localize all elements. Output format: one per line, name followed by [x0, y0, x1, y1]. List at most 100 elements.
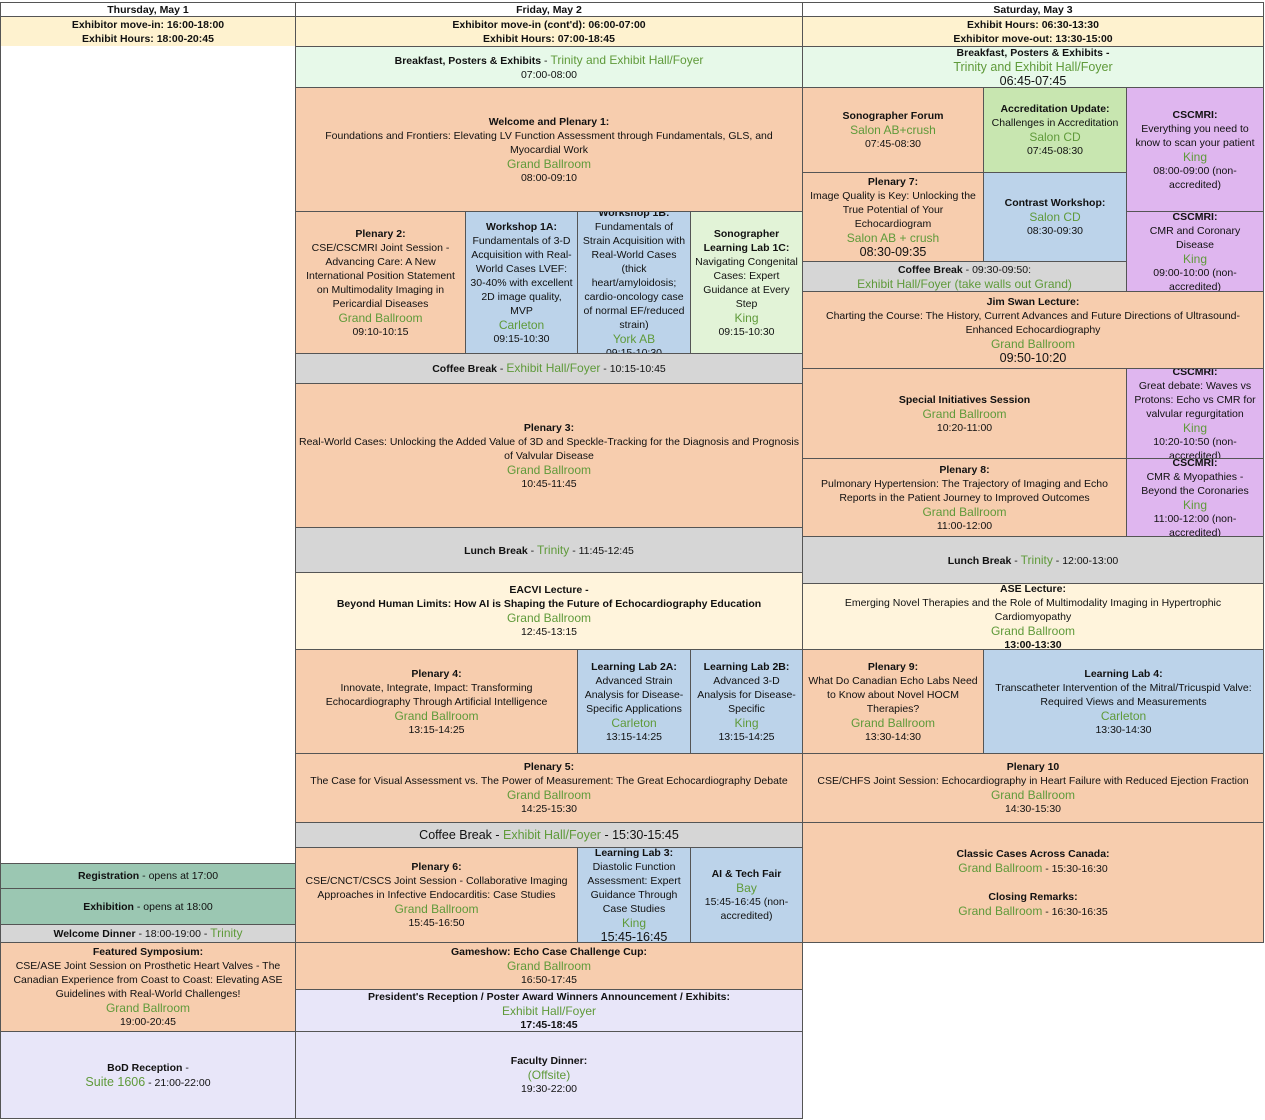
session-title: BoD Reception — [107, 1061, 183, 1074]
session-title: President's Reception / Poster Award Win… — [368, 990, 730, 1003]
session-room: King — [734, 715, 759, 730]
lab3-block: Learning Lab 3: Diastolic Function Asses… — [577, 847, 691, 943]
session-time: 08:30-09:35 — [859, 245, 927, 259]
session-title: CSCMRI: — [1172, 108, 1218, 121]
session-time: 13:15-14:25 — [605, 730, 663, 743]
exhibit-hours-friday: Exhibitor move-in (cont'd): 06:00-07:00 … — [295, 16, 803, 47]
session-title: Welcome Dinner — [53, 928, 136, 940]
session-desc: CSE/CHFS Joint Session: Echocardiography… — [817, 775, 1249, 787]
ase-lecture-block: ASE Lecture: Emerging Novel Therapies an… — [802, 583, 1264, 650]
session-title: AI & Tech Fair — [711, 868, 782, 880]
session-title: Coffee Break — [419, 828, 492, 842]
session-room: Grand Ballroom — [338, 310, 423, 325]
session-title: EACVI Lecture — [509, 584, 583, 596]
session-room: King — [1182, 497, 1208, 512]
session-desc: Great debate: Waves vs Protons: Echo vs … — [1134, 379, 1256, 420]
session-time: 09:00-10:00 (non-accredited) — [1153, 266, 1237, 292]
session-time: 08:00-09:00 (non-accredited) — [1153, 164, 1237, 191]
session-room: Grand Ballroom — [394, 902, 479, 916]
session-title: Plenary 5: — [523, 761, 575, 773]
session-time: 07:00-08:00 — [520, 68, 578, 81]
session-desc: Foundations and Frontiers: Elevating LV … — [325, 129, 773, 156]
session-title: Lunch Break — [947, 554, 1012, 567]
session-desc: Challenges in Accreditation — [991, 117, 1119, 129]
session-time: 19:30-22:00 — [520, 1083, 578, 1095]
session-room: Exhibit Hall/Foyer — [501, 1003, 597, 1018]
session-room: Grand Ballroom — [394, 708, 479, 723]
session-title: Classic Cases Across Canada: — [956, 847, 1110, 860]
session-desc: Emerging Novel Therapies and the Role of… — [844, 596, 1222, 623]
session-title: CSCMRI: — [1172, 211, 1218, 223]
session-time: 13:00-13:30 — [1004, 638, 1062, 650]
session-desc: Innovate, Integrate, Impact: Transformin… — [325, 681, 548, 708]
session-desc: What Do Canadian Echo Labs Need to Know … — [808, 674, 978, 715]
session-title: Special Initiatives Session — [898, 393, 1031, 406]
session-room: Grand Ballroom — [990, 623, 1076, 638]
plenary10-block: Plenary 10 CSE/CHFS Joint Session: Echoc… — [802, 753, 1264, 823]
day-header-friday: Friday, May 2 — [295, 2, 803, 17]
hours-line: Exhibitor move-out: 13:30-15:00 — [953, 32, 1113, 45]
tech-fair-block: AI & Tech Fair Bay 15:45-16:45 (non-accr… — [690, 847, 803, 943]
separator: - — [139, 870, 149, 882]
session-desc: CSE/CNCT/CSCS Joint Session - Collaborat… — [305, 875, 568, 901]
session-time: 07:45-08:30 — [864, 138, 922, 150]
session-title: Plenary 9: — [867, 660, 919, 673]
session-room: (Offsite) — [527, 1068, 571, 1082]
cscmri1-block: CSCMRI: Everything you need to know to s… — [1126, 87, 1264, 212]
session-desc: CSE/ASE Joint Session on Prosthetic Hear… — [13, 960, 283, 1000]
featured-symposium-block: Featured Symposium: CSE/ASE Joint Sessio… — [0, 942, 296, 1032]
session-time: 09:50-10:20 — [999, 351, 1067, 365]
session-room: Grand Ballroom — [958, 903, 1043, 918]
session-time: 14:25-15:30 — [520, 803, 578, 815]
exhibition-block: Exhibition - opens at 18:00 — [0, 888, 296, 925]
session-room: Trinity and Exhibit Hall/Foyer — [550, 52, 704, 67]
session-time: 08:30-09:30 — [1026, 225, 1084, 237]
session-time: 16:50-17:45 — [520, 974, 578, 986]
session-room: Trinity — [1020, 552, 1053, 567]
session-desc: Navigating Congenital Cases: Expert Guid… — [695, 255, 798, 310]
day-header-saturday: Saturday, May 3 — [802, 2, 1264, 17]
session-room: Trinity — [210, 926, 243, 940]
separator: - — [491, 828, 504, 842]
day-label: Friday, May 2 — [516, 3, 582, 16]
session-room: Grand Ballroom — [506, 462, 592, 477]
session-desc: Real-World Cases: Unlocking the Added Va… — [299, 435, 799, 462]
friday-breakfast-block: Breakfast, Posters & Exhibits - Trinity … — [295, 46, 803, 88]
thursday-empty-block — [0, 46, 296, 864]
session-title: Workshop 1A: — [486, 220, 557, 233]
session-time: 14:30-15:30 — [1004, 803, 1062, 815]
workshop1b-block: Workshop 1B: Fundamentals of Strain Acqu… — [577, 211, 691, 354]
registration-block: Registration - opens at 17:00 — [0, 863, 296, 889]
session-title: Learning Lab 3: — [594, 847, 674, 859]
saturday-breakfast-block: Breakfast, Posters & Exhibits - Trinity … — [802, 46, 1264, 88]
session-time: 19:00-20:45 — [119, 1016, 177, 1028]
session-title: Exhibition — [83, 900, 134, 913]
closing-remarks-title: Closing Remarks: — [988, 890, 1078, 903]
separator: - — [135, 928, 145, 940]
session-time: 13:30-14:30 — [864, 730, 922, 743]
session-desc: Advanced 3-D Analysis for Disease-Specif… — [697, 674, 796, 715]
session-desc: The Case for Visual Assessment vs. The P… — [310, 775, 788, 787]
gameshow-block: Gameshow: Echo Case Challenge Cup: Grand… — [295, 942, 803, 990]
cscmri2-block: CSCMRI: CMR and Coronary Disease King 09… — [1126, 211, 1264, 292]
welcome-dinner-block: Welcome Dinner - 18:00-19:00 - Trinity — [0, 924, 296, 943]
plenary6-block: Plenary 6: CSE/CNCT/CSCS Joint Session -… — [295, 847, 578, 943]
session-title: Sonographer Learning Lab 1C: — [703, 227, 790, 254]
session-room: Salon CD — [1029, 210, 1081, 224]
session-time: 09:15-10:30 — [493, 332, 550, 345]
exhibit-hours-saturday: Exhibit Hours: 06:30-13:30 Exhibitor mov… — [802, 16, 1264, 47]
session-room: King — [1182, 149, 1208, 164]
session-room: King — [1182, 420, 1208, 435]
session-room: Exhibit Hall/Foyer (take walls out Grand… — [857, 276, 1072, 291]
session-desc: Transcatheter Intervention of the Mitral… — [995, 681, 1252, 708]
eacvi-lecture-block: EACVI Lecture - Beyond Human Limits: How… — [295, 572, 803, 650]
session-room: Salon AB + crush — [846, 231, 940, 245]
session-room: King — [1182, 251, 1208, 266]
cscmri3-block: CSCMRI: Great debate: Waves vs Protons: … — [1126, 368, 1264, 459]
session-time: 10:20-11:00 — [936, 421, 993, 434]
session-room: Carleton — [1100, 708, 1147, 723]
session-room: Exhibit Hall/Foyer — [503, 828, 601, 842]
classic-cases-block: Classic Cases Across Canada: Grand Ballr… — [802, 822, 1264, 943]
session-title: Plenary 10 — [1006, 761, 1060, 773]
saturday-coffee-block: Coffee Break - 09:30-09:50: Exhibit Hall… — [802, 261, 1127, 292]
